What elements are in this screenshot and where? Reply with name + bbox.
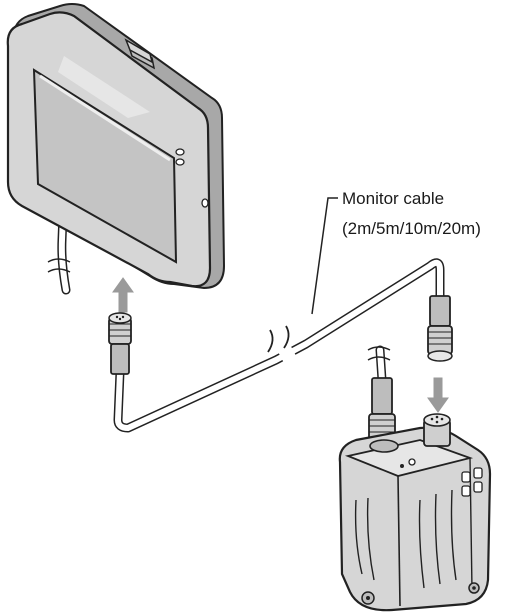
callout-line-2: (2m/5m/10m/20m) [342,219,481,238]
monitor-cable [108,258,453,433]
vision-sensor-icon [338,345,492,612]
arrow-up-icon [112,277,134,313]
arrow-down-icon [427,377,449,413]
cable-callout: Monitor cable (2m/5m/10m/20m) [311,189,481,315]
callout-line-1: Monitor cable [342,189,444,208]
cable-connector-right [427,295,453,362]
touch-monitor-icon [6,3,226,295]
sensor-cable [367,345,396,443]
cable-connector-left [108,312,132,375]
